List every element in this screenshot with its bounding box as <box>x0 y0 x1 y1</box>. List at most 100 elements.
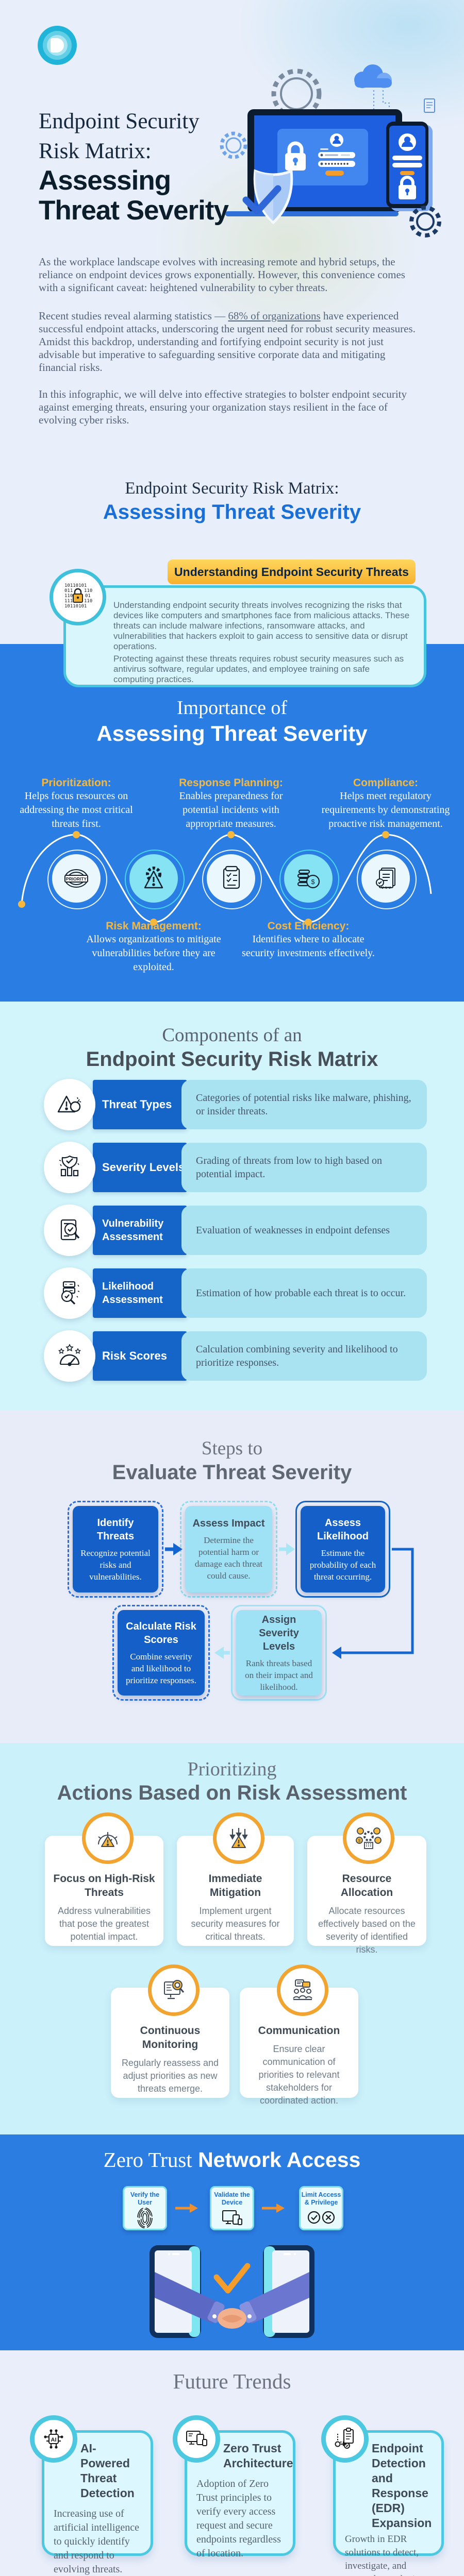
svg-text:01: 01 <box>85 594 91 599</box>
zt-step-verify-user: Verify the User <box>123 2186 167 2230</box>
svg-text:011: 011 <box>64 588 73 594</box>
section-heading-accent: Assessing Threat Severity <box>103 501 361 523</box>
intro-paragraph-3: In this infographic, we will delve into … <box>39 388 407 426</box>
components-title-bold: Endpoint Security Risk Matrix <box>86 1048 378 1071</box>
importance-circle-ring <box>202 850 262 909</box>
arrow-right-icon <box>262 2204 285 2213</box>
handshake-illustration <box>150 2245 314 2338</box>
step-body: Estimate the probability of each threat … <box>309 1548 376 1582</box>
intro-p2-suffix: have experienced successful endpoint att… <box>39 310 416 374</box>
login-button <box>325 171 344 176</box>
steps-flow-connectors <box>165 1543 414 1659</box>
hero-background <box>0 0 464 644</box>
zero-trust-arrows <box>175 2204 285 2213</box>
priority-card-body: Regularly reassess and adjust priorities… <box>121 2058 219 2094</box>
understanding-paragraph-2: Protecting against these threats require… <box>113 654 404 684</box>
priority-card-body: Allocate resources effectively based on … <box>318 1906 416 1955</box>
fingerprint-icon <box>137 2208 153 2228</box>
steps-title-serif: Steps to <box>201 1438 263 1459</box>
understanding-banner: Understanding Endpoint Security Threats <box>168 560 416 584</box>
future-card-body: Increasing use of artificial intelligenc… <box>54 2508 140 2575</box>
hero-security-illustration <box>220 64 441 238</box>
step-title: Assess Impact <box>192 1518 265 1529</box>
bomb-warning-icon <box>57 1095 81 1113</box>
priority-card-title: Resource Allocation <box>340 1873 393 1899</box>
check-icon <box>213 2263 251 2294</box>
resource-gear-icon: $ <box>356 1827 382 1849</box>
future-card-title: Endpoint Detection and Response (EDR) Ex… <box>372 2442 432 2530</box>
ai-chip-icon: AI <box>44 2429 63 2449</box>
component-label: Likelihood Assessment <box>93 1268 187 1318</box>
component-label: Severity Levels <box>93 1143 187 1192</box>
component-icon-badge <box>44 1205 95 1256</box>
priority-card-monitoring: Continuous Monitoring Regularly reassess… <box>111 1988 229 2098</box>
intro-paragraph-1: As the workplace landscape evolves with … <box>39 256 405 294</box>
importance-item-cost-efficiency: Cost Efficiency: Identifies where to all… <box>239 920 378 960</box>
priority-icon-badge <box>213 1812 264 1864</box>
importance-item-label: Cost Efficiency: <box>267 920 350 932</box>
shield-check-icon <box>242 169 293 225</box>
component-icon-badge <box>44 1079 95 1130</box>
gear-icon <box>409 206 441 238</box>
component-desc: Calculation combining severity and likel… <box>181 1331 427 1381</box>
server-magnifier-icon <box>61 1281 80 1305</box>
priority-card-body: Implement urgent security measures for c… <box>191 1906 280 1942</box>
priority-card-body: Address vulnerabilities that pose the gr… <box>57 1906 151 1942</box>
phone-illustration <box>386 122 433 211</box>
priority-icon-badge: $ <box>343 1812 394 1864</box>
hero-title-line2: Risk Matrix: <box>39 139 152 163</box>
understanding-box: Understanding endpoint security threats … <box>63 585 426 687</box>
importance-circle-ring <box>357 850 417 909</box>
certificate-icon <box>376 868 395 889</box>
zt-step-validate-device: Validate the Device <box>210 2186 254 2230</box>
component-desc: Estimation of how probable each threat i… <box>181 1268 427 1318</box>
components-title-serif: Components of an <box>162 1025 302 1046</box>
clipboard-flow-icon <box>335 2428 354 2449</box>
component-desc: Grading of threats from low to high base… <box>181 1143 427 1192</box>
statistic-link[interactable]: 68% of organizations <box>228 310 321 322</box>
component-label: Threat Types <box>93 1080 187 1129</box>
priority-icon-badge <box>277 1964 328 2016</box>
gauge-stars-icon <box>58 1344 81 1366</box>
step-card-calculate-risk-scores: Calculate Risk Scores Combine severity a… <box>112 1605 210 1701</box>
monitor-magnifier-icon <box>164 1980 185 1999</box>
importance-item-compliance: Compliance: Helps meet regulatory requir… <box>319 777 453 831</box>
check-cross-icon <box>307 2211 335 2224</box>
priority-card-title: Immediate Mitigation <box>208 1873 262 1899</box>
coins-icon: $ <box>297 869 320 889</box>
people-chat-icon <box>293 1979 312 2001</box>
future-icon-badge <box>173 2415 220 2463</box>
document-magnifier-icon <box>60 1219 80 1241</box>
svg-text:110: 110 <box>84 588 92 594</box>
arrow-right-icon <box>279 1543 295 1555</box>
importance-item-risk-management: Risk Management: Allows organizations to… <box>84 920 223 974</box>
avatar <box>320 133 343 150</box>
svg-text:$: $ <box>358 1839 361 1843</box>
importance-circle-risk-management <box>129 854 178 903</box>
hero-title-accent-line1: Assessing <box>39 165 171 196</box>
importance-circle-ring <box>47 850 107 909</box>
gauge-warning-icon <box>98 1832 118 1847</box>
importance-item-text: Helps focus resources on addressing the … <box>20 790 133 829</box>
prioritizing-title-bold: Actions Based on Risk Assessment <box>57 1782 407 1804</box>
importance-item-label: Risk Management: <box>106 920 202 932</box>
importance-band <box>0 644 464 1002</box>
priority-icon-badge <box>148 1964 200 2016</box>
importance-wave-connector <box>18 831 432 926</box>
username-field <box>318 152 355 158</box>
svg-text:110: 110 <box>64 594 73 599</box>
importance-item-label: Response Planning: <box>179 777 283 789</box>
priority-icon-badge <box>82 1812 134 1864</box>
checklist-icon <box>223 866 240 889</box>
component-icon-badge <box>44 1142 95 1193</box>
component-icon-badge <box>44 1330 95 1382</box>
zt-step-label: Validate the Device <box>214 2191 250 2206</box>
zero-trust-title-bold: Network Access <box>198 2148 361 2172</box>
step-body: Recognize potential risks and vulnerabil… <box>80 1548 151 1582</box>
section-heading-serif: Endpoint Security Risk Matrix: <box>125 479 339 498</box>
step-body: Rank threats based on their impact and l… <box>245 1658 313 1692</box>
prioritizing-title-serif: Prioritizing <box>187 1758 277 1780</box>
arrow-left-icon <box>214 1647 230 1659</box>
